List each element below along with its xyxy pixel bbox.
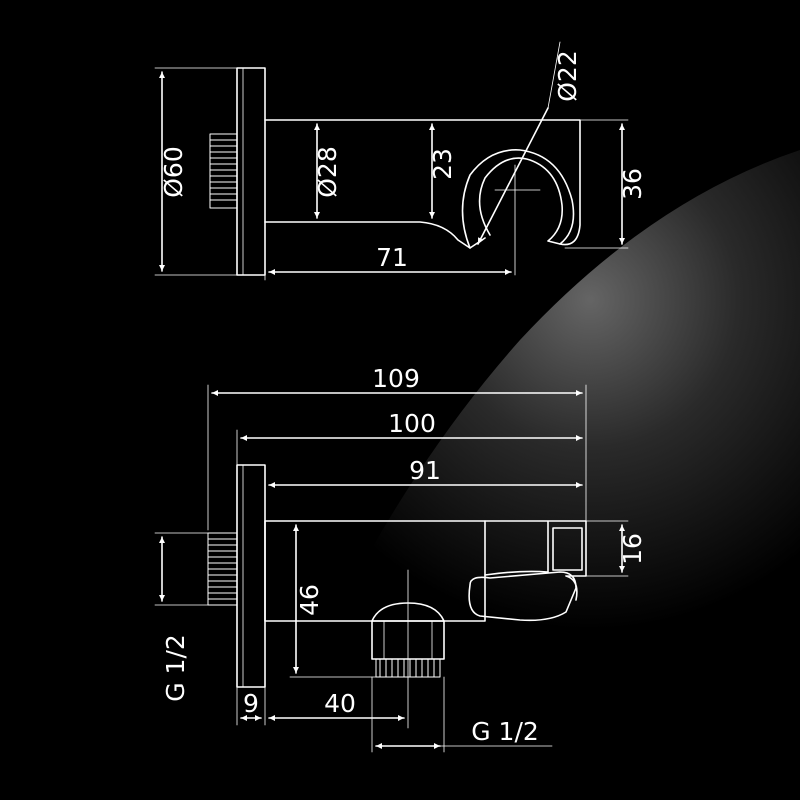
label-outer-height: 36 bbox=[618, 168, 647, 200]
label-length-to-holder: 91 bbox=[409, 456, 441, 485]
dim-leader-ring-diameter bbox=[547, 41, 561, 109]
side-view bbox=[154, 384, 629, 753]
top-holder-ring bbox=[461, 149, 575, 249]
top-view bbox=[154, 41, 629, 281]
side-holder bbox=[468, 520, 587, 622]
side-inlet-thread bbox=[207, 532, 238, 606]
label-outlet-height: 46 bbox=[295, 584, 324, 616]
top-thread bbox=[209, 133, 238, 209]
label-inlet-thread: G 1/2 bbox=[161, 634, 190, 702]
label-outlet-offset: 40 bbox=[324, 689, 356, 718]
label-overall-length: 109 bbox=[372, 364, 420, 393]
label-holder-thickness: 16 bbox=[618, 533, 647, 565]
dim-line-ring-diameter bbox=[477, 107, 549, 245]
label-outlet-thread: G 1/2 bbox=[471, 717, 539, 746]
label-length-from-flange: 100 bbox=[388, 409, 436, 438]
label-arm-length: 71 bbox=[376, 243, 408, 272]
label-holder-height: 23 bbox=[428, 148, 457, 180]
label-ring-diameter: Ø22 bbox=[553, 50, 582, 102]
label-flange-diameter: Ø60 bbox=[159, 146, 188, 198]
label-flange-thickness: 9 bbox=[243, 689, 259, 718]
label-arm-diameter: Ø28 bbox=[313, 146, 342, 198]
